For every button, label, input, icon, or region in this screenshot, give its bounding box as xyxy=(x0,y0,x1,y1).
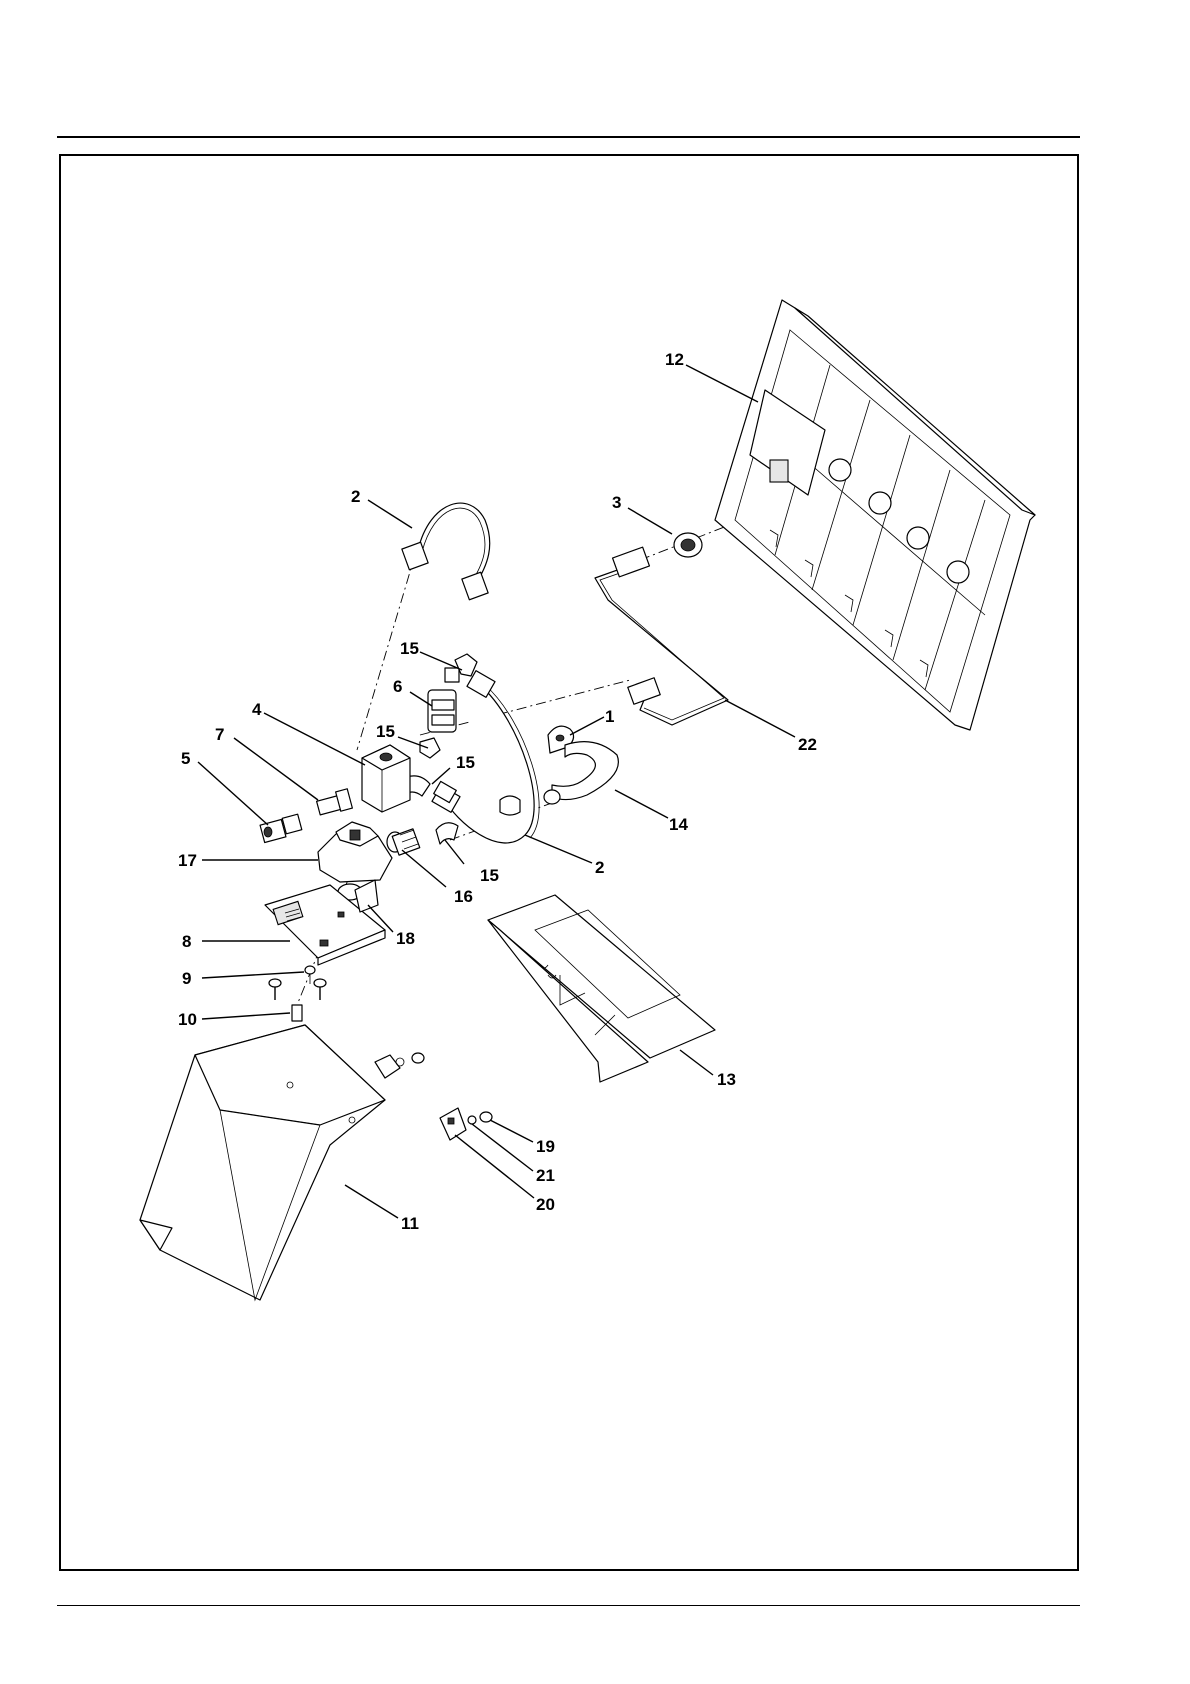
drip-tray-part-13 xyxy=(488,895,715,1082)
clip-nut-upper xyxy=(375,1053,424,1078)
callout-5: 5 xyxy=(181,749,190,768)
callout-11: 11 xyxy=(401,1214,419,1233)
callout-2-middle: 2 xyxy=(595,858,604,877)
nut-part-5 xyxy=(260,814,302,842)
callout-1: 1 xyxy=(605,707,614,726)
fitting-part-6 xyxy=(428,668,459,732)
callout-21: 21 xyxy=(536,1166,555,1185)
callout-15-b: 15 xyxy=(376,722,395,741)
bracket-part-18 xyxy=(355,880,378,912)
callout-15-d: 15 xyxy=(480,866,499,885)
callout-4: 4 xyxy=(252,700,262,719)
callout-8: 8 xyxy=(182,932,191,951)
fitting-part-7 xyxy=(317,789,353,815)
callout-6: 6 xyxy=(393,677,402,696)
callout-15-a: 15 xyxy=(400,639,419,658)
grommet-part-3 xyxy=(674,533,702,557)
callout-9: 9 xyxy=(182,969,191,988)
callout-13: 13 xyxy=(717,1070,736,1089)
spacer-part-10 xyxy=(292,1005,302,1021)
callout-15-c: 15 xyxy=(456,753,475,772)
callout-16: 16 xyxy=(454,887,473,906)
screw-pair xyxy=(269,979,326,1000)
hose-part-2-top xyxy=(402,503,490,600)
callout-7: 7 xyxy=(215,725,224,744)
elbow-part-15-b xyxy=(420,738,440,758)
clip-nut-part-20 xyxy=(440,1108,466,1140)
callout-3: 3 xyxy=(612,493,621,512)
callout-20: 20 xyxy=(536,1195,555,1214)
callout-12: 12 xyxy=(665,350,684,369)
callout-2-top: 2 xyxy=(351,487,360,506)
tube-part-22 xyxy=(595,547,728,725)
washer-part-21 xyxy=(468,1116,476,1124)
panel-part-12 xyxy=(715,300,1035,730)
callout-17: 17 xyxy=(178,851,197,870)
callout-19: 19 xyxy=(536,1137,555,1156)
callout-10: 10 xyxy=(178,1010,197,1029)
solenoid-valve-part-4 xyxy=(362,745,410,812)
callout-22: 22 xyxy=(798,735,817,754)
elbow-part-15-d xyxy=(436,823,458,844)
callout-18: 18 xyxy=(396,929,415,948)
callout-14: 14 xyxy=(669,815,688,834)
hopper-part-11 xyxy=(140,1025,385,1300)
